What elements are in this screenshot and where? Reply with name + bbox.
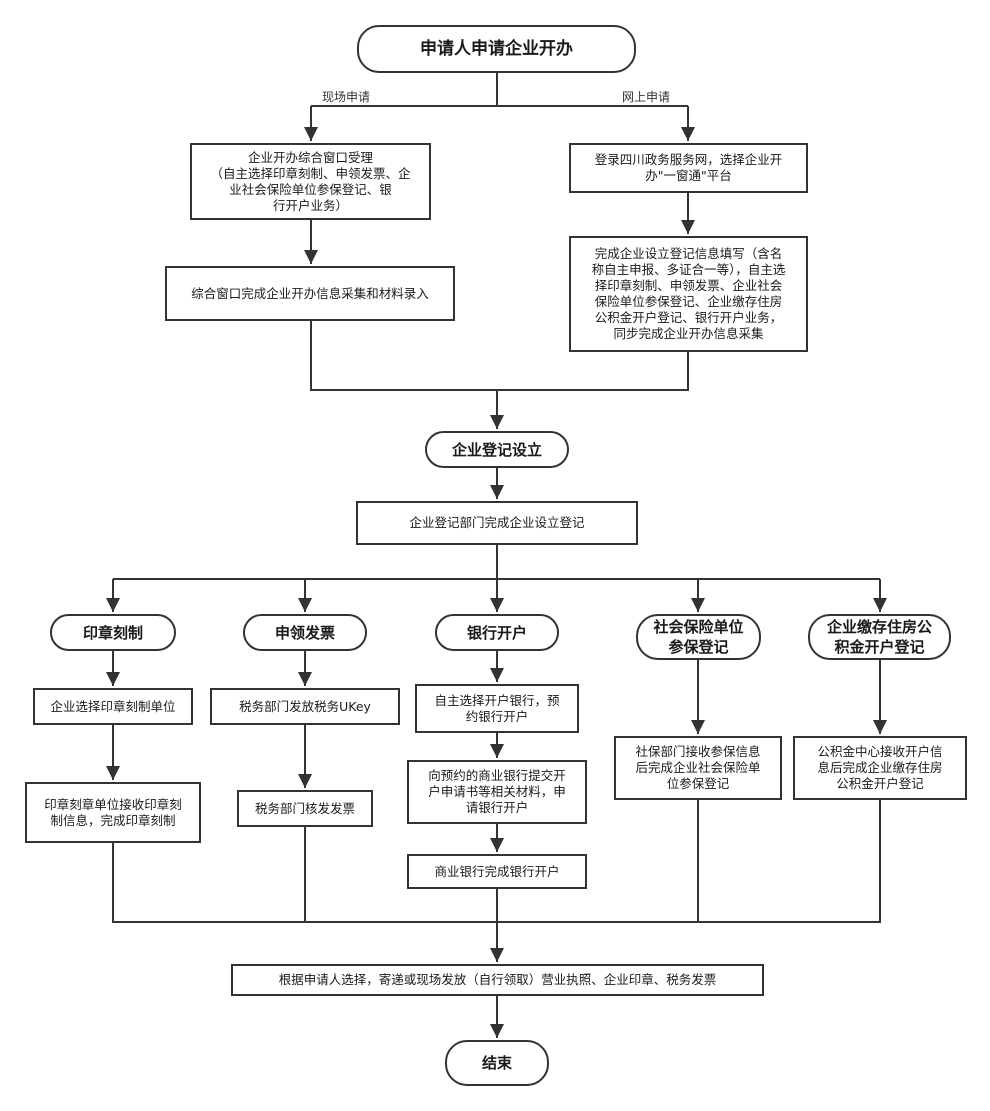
branch-onsite-label: 现场申请 <box>322 90 371 104</box>
seal-node: 印章刻制 <box>50 614 176 651</box>
seal-step2-box: 印章刻章单位接收印章刻 制信息，完成印章刻制 <box>25 782 201 843</box>
social-step1-box: 社保部门接收参保信息 后完成企业社会保险单 位参保登记 <box>614 736 782 800</box>
registration-node: 企业登记设立 <box>425 431 569 468</box>
bank-step3-box: 商业银行完成银行开户 <box>407 854 587 889</box>
seal-step1-box: 企业选择印章刻制单位 <box>33 688 193 725</box>
bank-step1-box: 自主选择开户银行，预 约银行开户 <box>415 684 579 733</box>
invoice-step1-box: 税务部门发放税务UKey <box>210 688 400 725</box>
online-login-box: 登录四川政务服务网，选择企业开 办"一窗通"平台 <box>569 143 808 193</box>
registration-done-box: 企业登记部门完成企业设立登记 <box>356 501 638 545</box>
delivery-box: 根据申请人选择，寄递或现场发放（自行领取）营业执照、企业印章、税务发票 <box>231 964 764 996</box>
bank-node: 银行开户 <box>435 614 559 651</box>
fund-node: 企业缴存住房公 积金开户登记 <box>808 614 951 660</box>
connector-online-merge <box>497 352 689 391</box>
bank-step2-box: 向预约的商业银行提交开 户申请书等相关材料，申 请银行开户 <box>407 760 587 824</box>
invoice-step2-box: 税务部门核发发票 <box>237 790 373 827</box>
invoice-node: 申领发票 <box>243 614 367 651</box>
fund-step1-box: 公积金中心接收开户信 息后完成企业缴存住房 公积金开户登记 <box>793 736 967 800</box>
start-node: 申请人申请企业开办 <box>357 25 636 73</box>
onsite-accept-box: 企业开办综合窗口受理 （自主选择印章刻制、申领发票、企 业社会保险单位参保登记、… <box>190 143 431 220</box>
onsite-collect-box: 综合窗口完成企业开办信息采集和材料录入 <box>165 266 455 321</box>
social-node: 社会保险单位 参保登记 <box>636 614 761 660</box>
end-node: 结束 <box>445 1040 549 1086</box>
connector-onsite-merge <box>310 320 497 391</box>
branch-online-label: 网上申请 <box>622 90 671 104</box>
online-fill-box: 完成企业设立登记信息填写（含名 称自主申报、多证合一等），自主选 择印章刻制、申… <box>569 236 808 352</box>
